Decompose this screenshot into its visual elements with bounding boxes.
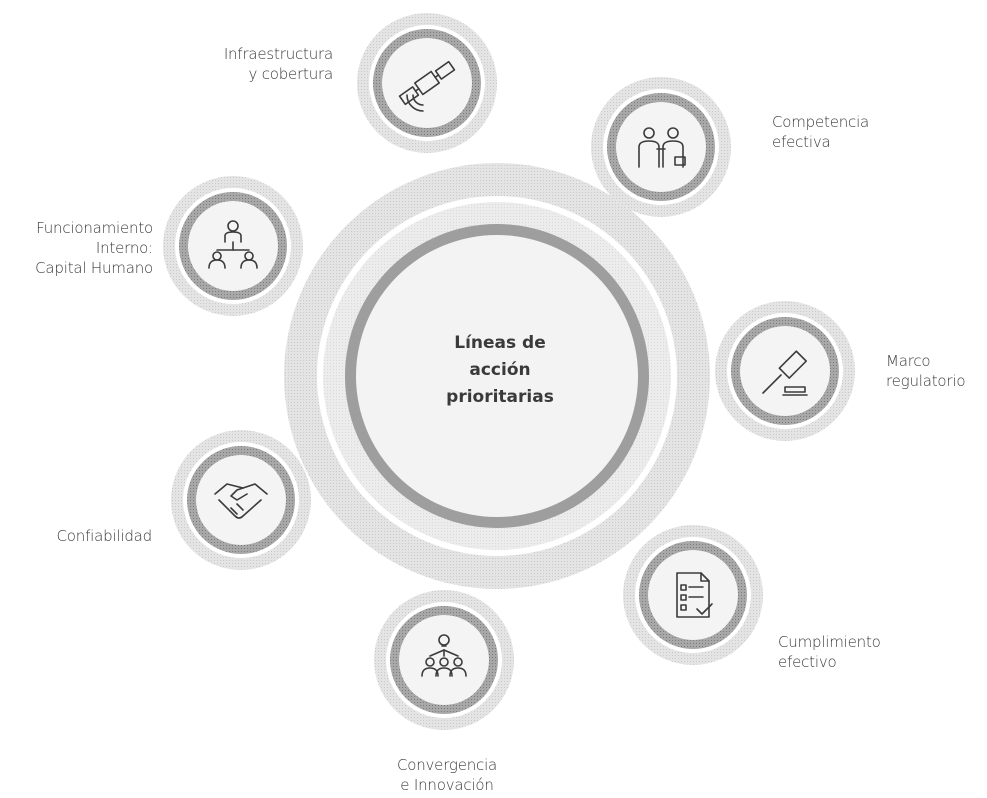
label-funcionamiento-line-3: Capital Humano [35, 259, 153, 277]
label-cumplimiento-line-2: efectivo [778, 653, 837, 671]
central-hub [284, 163, 710, 589]
gavel-icon [762, 350, 808, 396]
satellite-icon [398, 60, 456, 112]
node-face [648, 550, 738, 640]
node-face [399, 615, 489, 705]
center-title: Líneas de acción prioritarias [410, 330, 590, 411]
nodes-layer [163, 13, 855, 730]
node-marco [715, 301, 855, 441]
label-infraestructura-line-2: y cobertura [248, 65, 333, 83]
label-competencia-line-2: efectiva [772, 133, 831, 151]
checklist-document-icon [676, 572, 713, 618]
label-funcionamiento-line-1: Funcionamiento [36, 219, 153, 237]
handshake-icon [214, 483, 268, 519]
node-face [740, 326, 830, 416]
business-people-icon [638, 127, 686, 168]
label-competencia-line-1: Competencia [772, 113, 870, 131]
label-infraestructura: Infraestructura y cobertura [210, 44, 333, 84]
center-title-line-3: prioritarias [446, 387, 554, 407]
node-face [616, 102, 706, 192]
label-cumplimiento-line-1: Cumplimiento [778, 633, 881, 651]
label-convergencia-line-2: e Innovación [400, 776, 494, 794]
center-title-line-2: acción [469, 360, 531, 380]
node-confiabilidad [171, 430, 311, 570]
node-face [382, 38, 472, 128]
center-title-line-1: Líneas de [454, 333, 546, 353]
node-convergencia [374, 590, 514, 730]
node-competencia [591, 77, 731, 217]
label-marco-line-1: Marco [886, 352, 931, 370]
label-competencia: Competencia efectiva [772, 112, 869, 152]
node-cumplimiento [623, 525, 763, 665]
hub-face [356, 235, 638, 517]
label-convergencia-line-1: Convergencia [396, 756, 498, 774]
lightbulb-team-icon [421, 634, 467, 677]
label-confiabilidad-line-1: Confiabilidad [56, 527, 153, 545]
label-confiabilidad: Confiabilidad [30, 526, 153, 546]
org-chart-icon [208, 220, 258, 269]
label-funcionamiento-line-2: Interno: [95, 239, 153, 257]
label-marco: Marco regulatorio [886, 351, 966, 391]
node-funcionamiento [163, 176, 303, 316]
label-infraestructura-line-1: Infraestructura [223, 45, 333, 63]
node-infraestructura [357, 13, 497, 153]
label-convergencia: Convergencia e Innovación [372, 755, 522, 795]
label-marco-line-2: regulatorio [886, 372, 966, 390]
label-cumplimiento: Cumplimiento efectivo [778, 632, 881, 672]
label-funcionamiento: Funcionamiento Interno: Capital Humano [10, 218, 153, 278]
node-face [196, 455, 286, 545]
